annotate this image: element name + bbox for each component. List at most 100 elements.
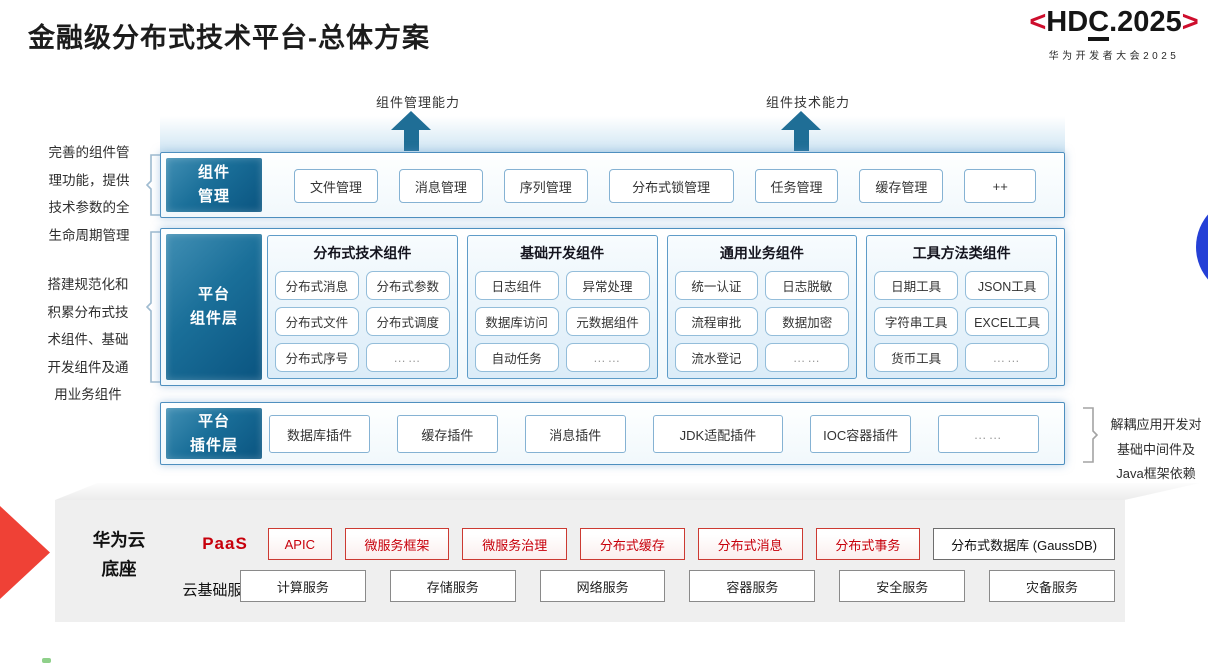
component-mgmt-items: 文件管理 消息管理 序列管理 分布式锁管理 任务管理 缓存管理 ++ <box>294 169 1037 203</box>
group-title: 基础开发组件 <box>520 245 605 261</box>
layer-platform-components: 平台 组件层 分布式技术组件 分布式消息 分布式参数 分布式文件 分布式调度 分… <box>160 228 1065 386</box>
plugin-item: JDK适配插件 <box>652 415 784 453</box>
cloud-service-item: 网络服务 <box>539 570 666 602</box>
mgmt-item: 序列管理 <box>503 169 588 203</box>
paas-item: APIC <box>268 528 332 560</box>
group-grid: 分布式消息 分布式参数 分布式文件 分布式调度 分布式序号 …… <box>275 271 450 372</box>
group-utility-methods: 工具方法类组件 日期工具 JSON工具 字符串工具 EXCEL工具 货币工具 …… <box>866 235 1057 379</box>
up-arrow-icon <box>391 111 431 151</box>
foundation-panel: 华为云 底座 PaaS 云基础服务 APIC 微服务框架 微服务治理 分布式缓存… <box>55 500 1125 622</box>
component-item: 货币工具 <box>874 343 959 372</box>
component-item: 数据库访问 <box>474 307 559 336</box>
arrow-head <box>781 111 821 130</box>
group-title: 通用业务组件 <box>719 245 804 261</box>
red-arrow-decoration <box>0 506 50 599</box>
group-distributed-tech: 分布式技术组件 分布式消息 分布式参数 分布式文件 分布式调度 分布式序号 …… <box>267 235 458 379</box>
layer-label-platform-plugins: 平台 插件层 <box>166 408 262 459</box>
component-item: 分布式文件 <box>275 307 359 336</box>
group-basic-dev: 基础开发组件 日志组件 异常处理 数据库访问 元数据组件 自动任务 …… <box>466 235 658 379</box>
component-item: 日志脱敏 <box>765 271 850 300</box>
hdc-logo-subtitle: 华为开发者大会2025 <box>1048 50 1180 62</box>
plugin-item: 消息插件 <box>524 415 626 453</box>
annotation-component-mgmt: 完善的组件管 理功能，提供 技术参数的全 生命周期管理 <box>26 139 152 249</box>
component-item: 分布式序号 <box>275 343 359 372</box>
logo-text-post: .2025 <box>1109 6 1182 38</box>
group-grid: 统一认证 日志脱敏 流程审批 数据加密 流水登记 …… <box>674 271 850 372</box>
component-item: 流程审批 <box>674 307 759 336</box>
annotation-line: 搭建规范化和 <box>47 277 129 292</box>
component-item: 元数据组件 <box>565 307 650 336</box>
layer-label-line: 平台 <box>197 412 230 430</box>
layer-label-line: 组件 <box>197 164 230 181</box>
paas-items: APIC 微服务框架 微服务治理 分布式缓存 分布式消息 分布式事务 分布式数据… <box>268 528 1115 560</box>
annotation-line: 开发组件及通 <box>47 359 129 375</box>
group-title: 工具方法类组件 <box>912 245 1011 261</box>
paas-item-gaussdb: 分布式数据库 (GaussDB) <box>933 528 1115 560</box>
layer-label-line: 管理 <box>197 188 230 205</box>
annotation-line: 生命周期管理 <box>48 227 130 243</box>
foundation-label: 华为云 底座 <box>73 526 165 584</box>
mgmt-item: 文件管理 <box>294 169 378 203</box>
component-item-more: …… <box>765 343 850 372</box>
paas-item: 微服务框架 <box>344 528 450 560</box>
group-grid: 日志组件 异常处理 数据库访问 元数据组件 自动任务 …… <box>474 271 650 372</box>
component-item: 日期工具 <box>874 271 959 300</box>
blue-circle-decoration <box>1196 197 1208 297</box>
mgmt-item: 分布式锁管理 <box>608 169 734 203</box>
cloud-service-item: 灾备服务 <box>989 570 1115 602</box>
annotation-line: 解耦应用开发对 <box>1110 417 1202 432</box>
component-item: 日志组件 <box>474 271 559 300</box>
cloud-service-item: 安全服务 <box>839 570 966 602</box>
annotation-line: 技术参数的全 <box>48 200 130 215</box>
hdc-logo-wordmark: <HDC.2025> <box>1018 8 1208 41</box>
paas-item: 分布式缓存 <box>580 528 685 560</box>
cloud-service-item: 容器服务 <box>689 570 816 602</box>
arrow-head <box>391 111 431 130</box>
paas-item: 微服务治理 <box>462 528 568 560</box>
component-item-more: …… <box>965 343 1049 372</box>
cloud-service-item: 计算服务 <box>240 570 366 602</box>
mgmt-item: 缓存管理 <box>859 169 944 203</box>
component-item: 流水登记 <box>674 343 759 372</box>
component-item: 分布式消息 <box>275 271 359 300</box>
logo-right-angle: > <box>1181 6 1199 38</box>
component-item: 统一认证 <box>674 271 759 300</box>
layer-label-platform-components: 平台 组件层 <box>166 234 262 380</box>
plugin-item: 数据库插件 <box>269 415 370 453</box>
arrow-stem <box>793 129 809 151</box>
group-common-business: 通用业务组件 统一认证 日志脱敏 流程审批 数据加密 流水登记 …… <box>666 235 858 379</box>
left-bracket-icon <box>146 154 161 216</box>
hdc-logo: <HDC.2025> 华为开发者大会2025 <box>1018 8 1208 62</box>
foundation-label-line: 底座 <box>101 559 137 579</box>
capability-label-mgmt: 组件管理能力 <box>375 95 460 110</box>
component-item: 字符串工具 <box>874 307 959 336</box>
component-item-more: …… <box>565 343 650 372</box>
annotation-line: Java框架依赖 <box>1116 466 1196 481</box>
plugin-items: 数据库插件 缓存插件 消息插件 JDK适配插件 IOC容器插件 …… <box>269 415 1040 453</box>
component-item-more: …… <box>365 343 450 372</box>
foundation-label-line: 华为云 <box>92 530 146 550</box>
paas-item: 分布式事务 <box>815 528 921 560</box>
group-grid: 日期工具 JSON工具 字符串工具 EXCEL工具 货币工具 …… <box>874 271 1049 372</box>
layer-platform-plugins: 平台 插件层 数据库插件 缓存插件 消息插件 JDK适配插件 IOC容器插件 …… <box>160 402 1065 465</box>
annotation-line: 完善的组件管 <box>48 145 130 160</box>
annotation-platform-components: 搭建规范化和 积累分布式技 术组件、基础 开发组件及通 用业务组件 <box>22 271 154 409</box>
component-item: 数据加密 <box>765 307 850 336</box>
annotation-line: 理功能，提供 <box>48 172 130 188</box>
annotation-decouple: 解耦应用开发对 基础中间件及 Java框架依赖 <box>1104 413 1208 487</box>
green-speck-decoration <box>42 658 51 663</box>
page-title: 金融级分布式技术平台-总体方案 <box>28 23 430 53</box>
paas-item: 分布式消息 <box>697 528 803 560</box>
foundation-top-face <box>55 483 1200 500</box>
mgmt-item: 任务管理 <box>754 169 839 203</box>
logo-left-angle: < <box>1029 6 1047 38</box>
layer-component-management: 组件 管理 文件管理 消息管理 序列管理 分布式锁管理 任务管理 缓存管理 ++ <box>160 152 1065 218</box>
logo-text-underlined: C <box>1088 8 1110 41</box>
up-arrow-icon <box>781 111 821 151</box>
plugin-item-more: …… <box>938 415 1040 453</box>
component-item: JSON工具 <box>965 271 1049 300</box>
arrow-stem <box>403 129 419 151</box>
gradient-band <box>160 116 1065 152</box>
capability-label-tech: 组件技术能力 <box>765 95 850 110</box>
cloud-service-items: 计算服务 存储服务 网络服务 容器服务 安全服务 灾备服务 <box>240 570 1115 602</box>
